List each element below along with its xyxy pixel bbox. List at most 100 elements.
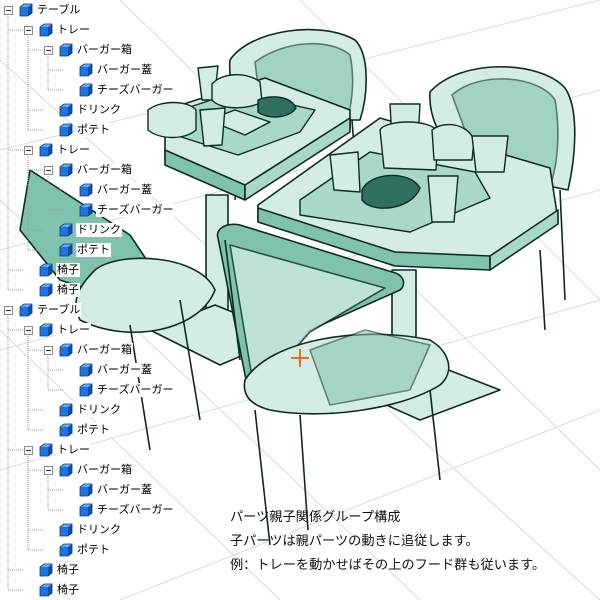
tree-node[interactable]: ドリンク — [44, 521, 122, 539]
tree-node[interactable]: バーガー箱 — [44, 461, 133, 479]
tree-node-label: ポテト — [76, 423, 111, 437]
tree-node-label: トレー — [56, 143, 91, 157]
object-cube-icon — [39, 283, 53, 297]
tree-node-label: 椅子 — [56, 563, 80, 577]
collapse-toggle-icon[interactable] — [44, 45, 53, 55]
tree-node-label: チーズバーガー — [96, 83, 175, 97]
tree-node[interactable]: 椅子 — [24, 581, 80, 599]
tree-node[interactable]: バーガー箱 — [44, 341, 133, 359]
collapse-toggle-icon[interactable] — [24, 325, 33, 335]
collapse-toggle-icon[interactable] — [4, 305, 13, 315]
tree-node[interactable]: ドリンク — [44, 221, 122, 239]
object-cube-icon — [39, 563, 53, 577]
tree-node-label: テーブル — [36, 3, 82, 17]
object-cube-icon — [59, 243, 73, 257]
scene-hierarchy-tree[interactable]: テーブルトレーバーガー箱バーガー蓋チーズバーガードリンクポテトトレーバーガー箱バ… — [0, 0, 240, 600]
object-cube-icon — [39, 323, 53, 337]
tree-node[interactable]: チーズバーガー — [64, 201, 175, 219]
tree-node[interactable]: チーズバーガー — [64, 381, 175, 399]
tree-node[interactable]: バーガー蓋 — [64, 361, 153, 379]
object-cube-icon — [79, 83, 93, 97]
tree-node-label: トレー — [56, 23, 91, 37]
collapse-toggle-icon[interactable] — [24, 25, 33, 35]
tree-node[interactable]: ドリンク — [44, 101, 122, 119]
front-chair — [216, 223, 450, 546]
tree-node-label: トレー — [56, 323, 91, 337]
tree-node-label: バーガー箱 — [76, 343, 133, 357]
object-cube-icon — [59, 403, 73, 417]
collapse-toggle-icon[interactable] — [44, 165, 53, 175]
tree-node-label: チーズバーガー — [96, 383, 175, 397]
tree-node[interactable]: バーガー箱 — [44, 41, 133, 59]
object-cube-icon — [79, 63, 93, 77]
tree-connector-lines — [7, 14, 63, 591]
tree-node[interactable]: 椅子 — [24, 281, 80, 299]
tree-node-label: 椅子 — [56, 283, 80, 297]
tree-node-label: チーズバーガー — [96, 203, 175, 217]
tree-node-label: バーガー蓋 — [96, 183, 153, 197]
tree-node-label: ポテト — [76, 243, 111, 257]
tree-node-label: ポテト — [76, 123, 111, 137]
tree-node[interactable]: ポテト — [44, 241, 111, 259]
collapse-toggle-icon[interactable] — [44, 465, 53, 475]
tree-node[interactable]: ポテト — [44, 541, 111, 559]
object-cube-icon — [59, 123, 73, 137]
tree-node-label: ドリンク — [76, 403, 122, 417]
collapse-toggle-icon[interactable] — [44, 345, 53, 355]
tree-node-label: バーガー箱 — [76, 463, 133, 477]
tree-node[interactable]: トレー — [24, 141, 91, 159]
note-line-1: パーツ親子関係グループ構成 — [230, 510, 401, 525]
object-cube-icon — [39, 23, 53, 37]
tree-node[interactable]: 椅子 — [24, 561, 80, 579]
collapse-toggle-icon[interactable] — [24, 445, 33, 455]
object-cube-icon — [39, 143, 53, 157]
tree-node-label: テーブル — [36, 303, 82, 317]
tree-node-label: トレー — [56, 443, 91, 457]
tree-node-label: ドリンク — [76, 103, 122, 117]
object-cube-icon — [19, 3, 33, 17]
object-cube-icon — [39, 443, 53, 457]
tree-node[interactable]: 椅子 — [24, 261, 80, 279]
trays-and-food — [147, 65, 509, 233]
tree-node[interactable]: チーズバーガー — [64, 501, 175, 519]
tree-node[interactable]: バーガー蓋 — [64, 181, 153, 199]
object-cube-icon — [39, 583, 53, 597]
tree-node-label: ポテト — [76, 543, 111, 557]
tree-node-label: バーガー箱 — [76, 43, 133, 57]
tree-node[interactable]: バーガー蓋 — [64, 481, 153, 499]
collapse-toggle-icon[interactable] — [24, 145, 33, 155]
object-cube-icon — [79, 203, 93, 217]
object-cube-icon — [59, 223, 73, 237]
tree-node[interactable]: ポテト — [44, 121, 111, 139]
object-cube-icon — [59, 543, 73, 557]
object-cube-icon — [79, 503, 93, 517]
tree-node-label: バーガー箱 — [76, 163, 133, 177]
object-cube-icon — [59, 43, 73, 57]
tree-node[interactable]: トレー — [24, 441, 91, 459]
object-cube-icon — [59, 423, 73, 437]
tree-node[interactable]: バーガー蓋 — [64, 61, 153, 79]
tree-node[interactable]: トレー — [24, 21, 91, 39]
tree-node[interactable]: トレー — [24, 321, 91, 339]
collapse-toggle-icon[interactable] — [4, 5, 13, 15]
object-cube-icon — [59, 463, 73, 477]
object-cube-icon — [59, 163, 73, 177]
tree-node-label: 椅子 — [56, 263, 80, 277]
object-cube-icon — [79, 363, 93, 377]
tree-node-label: バーガー蓋 — [96, 63, 153, 77]
tree-node[interactable]: テーブル — [4, 301, 82, 319]
tree-node[interactable]: ドリンク — [44, 401, 122, 419]
note-line-3: 例：トレーを動かせばその上のフード群も従います。 — [230, 558, 546, 573]
object-cube-icon — [59, 103, 73, 117]
transform-cursor[interactable] — [291, 349, 309, 367]
object-cube-icon — [79, 483, 93, 497]
tree-node-label: 椅子 — [56, 583, 80, 597]
tree-node[interactable]: ポテト — [44, 421, 111, 439]
tree-node[interactable]: テーブル — [4, 1, 82, 19]
tree-node-label: ドリンク — [76, 523, 122, 537]
object-cube-icon — [59, 523, 73, 537]
tree-node[interactable]: バーガー箱 — [44, 161, 133, 179]
object-cube-icon — [19, 303, 33, 317]
tree-node[interactable]: チーズバーガー — [64, 81, 175, 99]
